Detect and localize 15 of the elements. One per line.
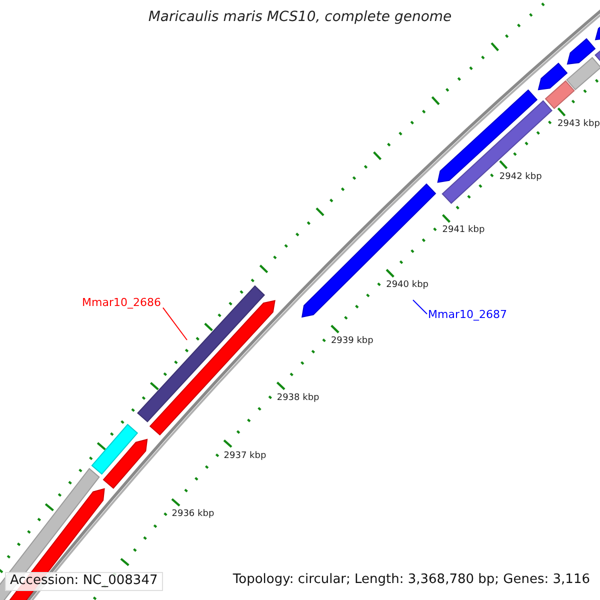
gene-label: Mmar10_2686 — [82, 297, 161, 310]
leader-line — [162, 307, 188, 340]
accession-text: Accession: NC_008347 — [5, 572, 163, 591]
scale-label: 2940 kbp — [386, 280, 429, 291]
scale-label: 2943 kbp — [558, 118, 600, 130]
scale-label: 2939 kbp — [330, 336, 374, 346]
diagram-title: Maricaulis maris MCS10, complete genome — [147, 9, 453, 26]
scale-label: 2941 kbp — [442, 225, 485, 236]
scale-label: 2937 kbp — [224, 450, 266, 461]
leader-line — [412, 300, 428, 314]
gene-label: Mmar10_2687 — [428, 309, 507, 322]
scale-label: 2938 kbp — [276, 392, 320, 404]
scale-label: 2942 kbp — [499, 172, 542, 182]
scale-label: 2936 kbp — [172, 509, 214, 520]
genome-stats-text: Topology: circular; Length: 3,368,780 bp; Genes: 3,116 — [232, 573, 590, 588]
